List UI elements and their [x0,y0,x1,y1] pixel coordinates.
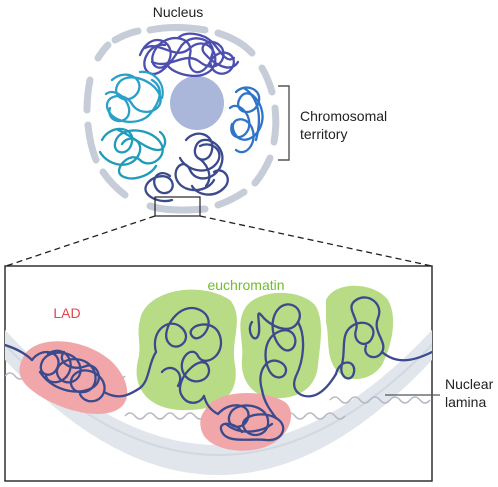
zoom-guide-lines [5,215,433,267]
chromosome-territory-bottom [144,132,229,203]
chromosome-territory-top [138,32,240,77]
nuclear-envelope-band [5,330,432,475]
zoom-region-box [154,196,201,217]
chromatin-fiber [5,296,432,442]
territory-label-line1: Chromosomal [300,108,387,124]
lamina-label-line2: lamina [445,394,486,410]
nuclear-lamina-ring [83,24,280,214]
euchromatin-blob-1 [136,289,237,411]
chromosome-territory-left-bottom [98,127,167,180]
territory-bracket [278,85,290,161]
lad-label: LAD [53,305,80,321]
territory-label-line2: territory [300,126,347,142]
nucleus-title: Nucleus [153,4,204,20]
chromosome-territory-right [228,86,264,154]
chromosome-territory-left-top [104,70,164,123]
zoom-panel [4,265,433,482]
lamina-label-line1: Nuclear [445,376,494,392]
euchromatin-label: euchromatin [207,277,284,293]
nucleolus [170,76,224,130]
